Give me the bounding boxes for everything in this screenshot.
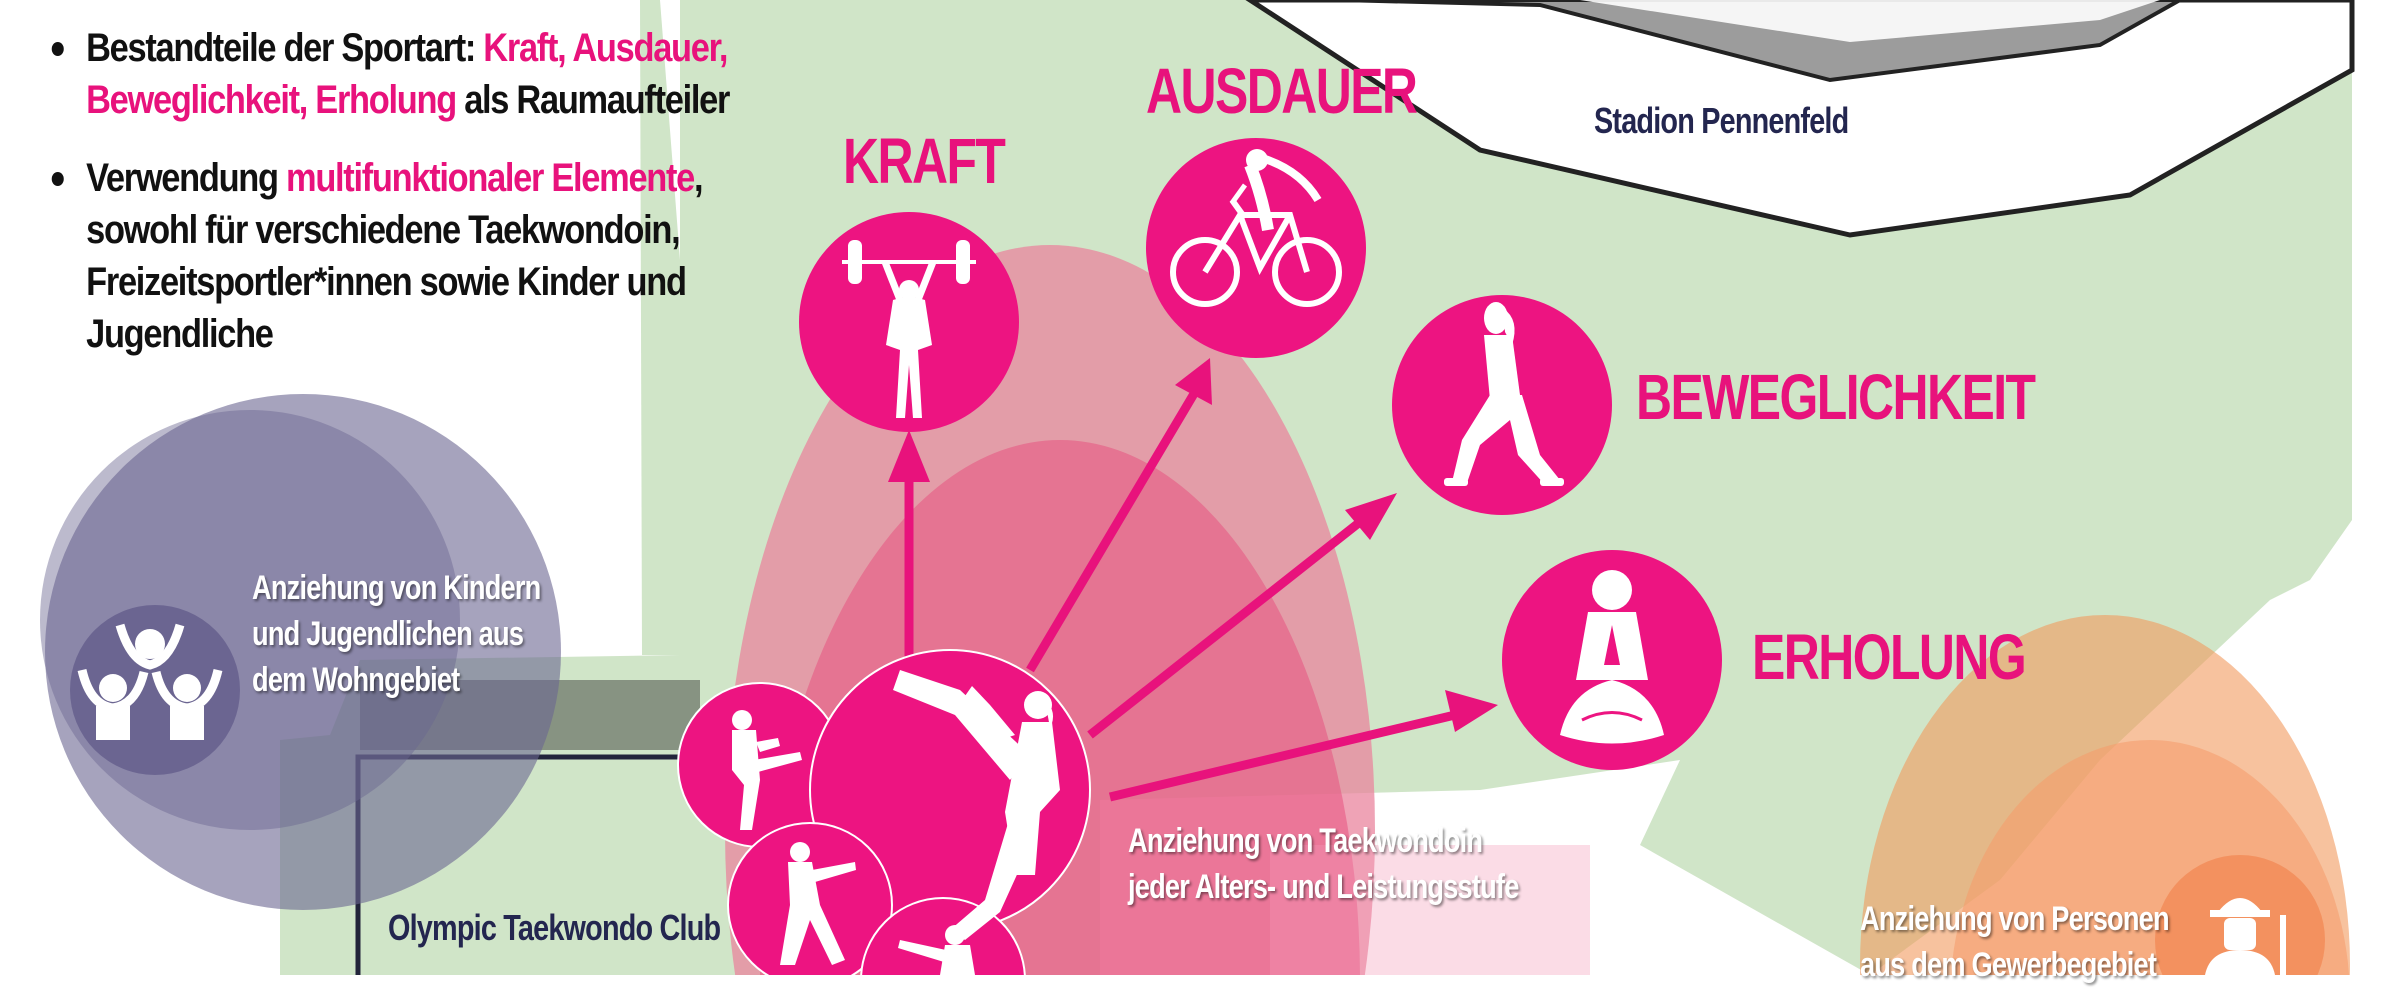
attraction-line: Anziehung von Personen [1860, 900, 2170, 938]
attraction-line: und Jugendlichen aus [252, 615, 524, 653]
attraction-taekwondo: Anziehung von Taekwondoin jeder Alters- … [1128, 818, 1519, 910]
attraction-line: Anziehung von Taekwondoin [1128, 822, 1483, 860]
attraction-line: dem Wohngebiet [252, 661, 460, 699]
attraction-line: aus dem Gewerbegebiet [1860, 946, 2157, 984]
label-kraft: KRAFT [843, 125, 1006, 197]
construction-worker-icon [2205, 898, 2286, 975]
attraction-commercial: Anziehung von Personen aus dem Gewerbege… [1860, 896, 2170, 988]
label-erholung: ERHOLUNG [1752, 621, 2027, 693]
children-group-icon [77, 623, 223, 740]
highlight-text: Kraft, Ausdauer, [483, 26, 728, 70]
bullet-item: Bestandteile der Sportart: Kraft, Ausdau… [50, 22, 766, 126]
cyclist-icon [1170, 149, 1342, 307]
arrows [888, 358, 1498, 802]
white-field [1420, 845, 1770, 975]
bullet-text: als Raumaufteiler [455, 78, 730, 122]
bullet-text: , [694, 156, 704, 200]
stadium-outline [1245, 0, 2355, 238]
stadium-label: Stadion Pennenfeld [1594, 100, 1849, 141]
bullet-text: Jugendliche [86, 312, 274, 356]
weightlifter-icon [842, 240, 976, 418]
highlight-text: Beweglichkeit, Erholung [86, 78, 457, 122]
taekwondo-small-icons [732, 710, 975, 975]
purple-outer-circle [45, 394, 561, 910]
label-beweglichkeit: BEWEGLICHKEIT [1636, 361, 2036, 433]
bullet-text: Bestandteile der Sportart: [86, 26, 484, 70]
club-label: Olympic Taekwondo Club [388, 907, 721, 948]
taekwondo-kick-icon [893, 670, 1060, 940]
bullet-text: Freizeitsportler*innen sowie Kinder und [86, 260, 687, 304]
bullet-item: Verwendung multifunktionaler Elemente, s… [50, 152, 766, 360]
taekwondo-circles [677, 649, 1091, 975]
highlight-text: multifunktionaler Elemente [286, 156, 695, 200]
bullet-text: sowohl für verschiedene Taekwondoin, [86, 208, 681, 252]
attraction-line: jeder Alters- und Leistungsstufe [1128, 868, 1519, 906]
attraction-children: Anziehung von Kindern und Jugendlichen a… [252, 565, 541, 703]
bullet-text: Verwendung [86, 156, 287, 200]
meditation-icon [1560, 570, 1664, 744]
label-ausdauer: AUSDAUER [1146, 55, 1418, 127]
lunge-stretch-icon [1444, 302, 1564, 486]
attraction-line: Anziehung von Kindern [252, 569, 541, 607]
bullet-list: Bestandteile der Sportart: Kraft, Ausdau… [50, 22, 730, 386]
